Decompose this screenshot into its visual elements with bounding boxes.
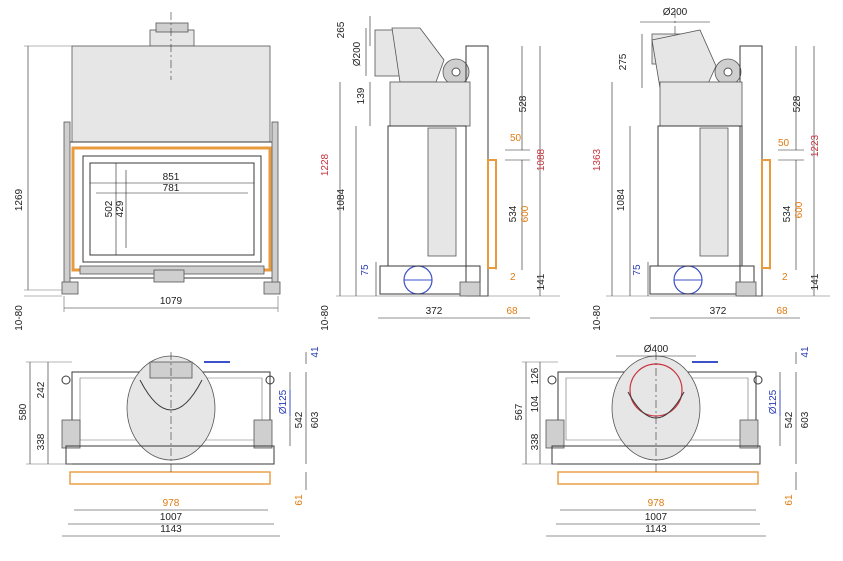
side2-dim-1363: 1363 (592, 148, 603, 171)
side2-dim-141: 141 (810, 273, 821, 290)
side1-dim-200: Ø200 (352, 41, 363, 66)
front-dim-1269: 1269 (14, 188, 25, 211)
side1-dim-1088: 1088 (536, 148, 547, 171)
side1-dim-265: 265 (336, 21, 347, 38)
front-dim-429: 429 (115, 200, 126, 217)
side2-dim-275: 275 (618, 53, 629, 70)
top-view-2 (522, 352, 797, 537)
front-dim-10-80: 10-80 (14, 305, 25, 331)
top1-dim-125: Ø125 (278, 389, 289, 414)
side2-dim-50: 50 (778, 138, 790, 149)
side2-dim-75: 75 (632, 264, 643, 276)
side1-dim-10-80: 10-80 (320, 305, 331, 331)
side2-dim-68: 68 (776, 306, 788, 317)
top1-dim-542: 542 (294, 411, 305, 428)
top1-dim-1143: 1143 (160, 524, 182, 535)
top2-dim-567: 567 (514, 403, 525, 420)
side2-dim-200: Ø200 (663, 7, 688, 18)
side2-dim-1223: 1223 (810, 134, 821, 157)
side1-dim-75: 75 (360, 264, 371, 276)
top1-dim-338: 338 (36, 433, 47, 450)
side2-dim-528: 528 (792, 95, 803, 112)
side1-dim-139: 139 (356, 87, 367, 104)
front-dim-502: 502 (104, 200, 115, 217)
top2-dim-338: 338 (530, 433, 541, 450)
side1-dim-528: 528 (518, 95, 529, 112)
front-dim-1079: 1079 (160, 296, 183, 307)
top1-dim-41: 41 (310, 346, 321, 358)
top1-dim-978: 978 (163, 498, 180, 509)
top2-dim-104: 104 (530, 395, 541, 412)
side2-dim-2: 2 (782, 272, 788, 283)
top2-dim-978: 978 (648, 498, 665, 509)
top1-dim-1007: 1007 (160, 512, 183, 523)
side2-dim-10-80: 10-80 (592, 305, 603, 331)
top2-dim-400: Ø400 (644, 344, 669, 355)
top2-dim-61: 61 (784, 494, 795, 506)
top1-dim-61: 61 (294, 494, 305, 506)
top2-dim-126: 126 (530, 367, 541, 384)
side-view-2 (606, 10, 830, 319)
side1-dim-372: 372 (426, 306, 443, 317)
side1-dim-68: 68 (506, 306, 518, 317)
top1-dim-580: 580 (18, 403, 29, 420)
side1-dim-1084: 1084 (336, 188, 347, 211)
side1-dim-1228: 1228 (320, 153, 331, 176)
side1-dim-534: 534 (508, 205, 519, 222)
side2-dim-534: 534 (782, 205, 793, 222)
side1-dim-141: 141 (536, 273, 547, 290)
side1-dim-600: 600 (520, 205, 531, 222)
top2-dim-1143: 1143 (645, 524, 667, 535)
top1-dim-242: 242 (36, 381, 47, 398)
side-view-1 (336, 16, 560, 319)
side1-dim-2: 2 (510, 272, 516, 283)
top2-dim-1007: 1007 (645, 512, 668, 523)
top2-dim-603: 603 (800, 411, 811, 428)
top2-dim-41: 41 (800, 346, 811, 358)
side2-dim-372: 372 (710, 306, 727, 317)
top-view-1 (26, 352, 307, 537)
top1-dim-603: 603 (310, 411, 321, 428)
side2-dim-1084: 1084 (616, 188, 627, 211)
side1-dim-50: 50 (510, 133, 522, 144)
top2-dim-125: Ø125 (768, 389, 779, 414)
front-dim-851: 851 (163, 172, 180, 183)
top2-dim-542: 542 (784, 411, 795, 428)
side2-dim-600: 600 (794, 201, 805, 218)
front-dim-781: 781 (163, 183, 180, 194)
front-view (24, 12, 281, 312)
